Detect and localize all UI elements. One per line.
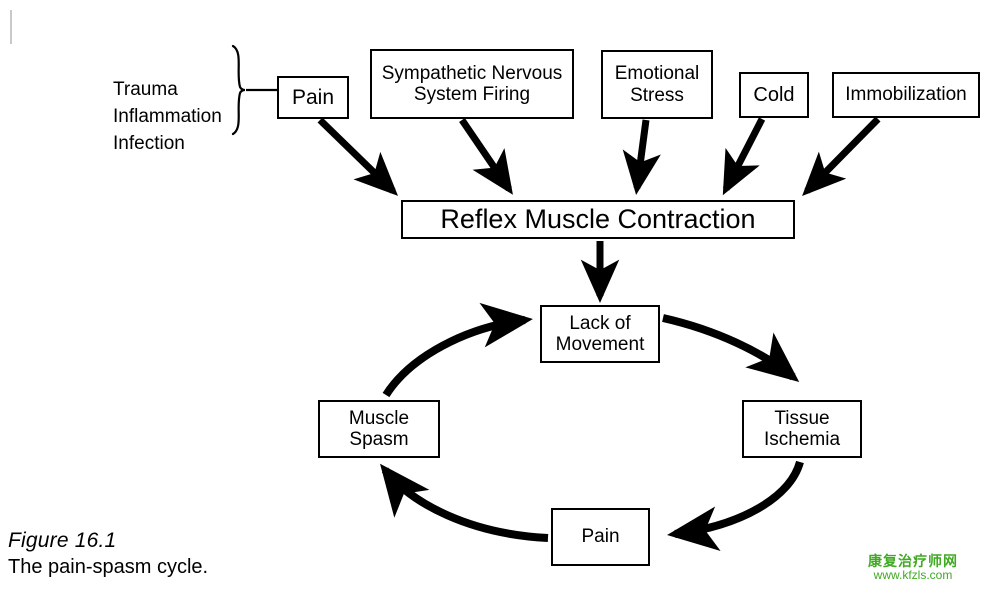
node-pain-top-label: Pain	[291, 85, 335, 109]
arrow-cold-to-reflex	[722, 117, 766, 196]
arrow-immobilization-to-reflex	[802, 116, 881, 196]
arrow-pain-to-reflex	[317, 117, 399, 196]
node-cold-label: Cold	[753, 83, 795, 106]
node-pain-bottom[interactable]: Pain	[551, 508, 650, 566]
node-sympathetic-label: Sympathetic Nervous System Firing	[381, 62, 563, 105]
page-edge-marker	[10, 10, 12, 44]
node-reflex-label: Reflex Muscle Contraction	[440, 204, 756, 235]
watermark-chinese: 康复治疗师网	[868, 553, 958, 569]
node-tissue-ischemia-label: Tissue Ischemia	[763, 407, 841, 450]
watermark: 康复治疗师网 www.kfzls.com	[868, 553, 958, 583]
trigger-list: Trauma Inflammation Infection	[113, 50, 223, 158]
arrow-emotional-to-reflex	[622, 119, 661, 195]
node-lack-of-movement[interactable]: Lack of Movement	[540, 305, 660, 363]
figure-caption: Figure 16.1 The pain-spasm cycle.	[8, 528, 308, 580]
node-sympathetic-nervous-system-firing[interactable]: Sympathetic Nervous System Firing	[370, 49, 574, 119]
arrow-sympathetic-to-reflex	[459, 118, 513, 195]
figure-number: Figure 16.1	[8, 529, 117, 552]
trigger-list-text: Trauma Inflammation Infection	[113, 78, 222, 154]
watermark-url: www.kfzls.com	[873, 568, 953, 583]
trigger-brace-icon	[231, 44, 277, 136]
node-emotional-label: Emotional Stress	[614, 63, 700, 106]
arrow-lack-to-ischemia	[662, 314, 800, 383]
arrow-muscle-spasm-to-lack	[382, 302, 533, 398]
node-lack-of-movement-label: Lack of Movement	[555, 312, 645, 355]
node-emotional-stress[interactable]: Emotional Stress	[601, 50, 713, 119]
node-pain-top[interactable]: Pain	[277, 76, 349, 119]
node-immobilization-label: Immobilization	[845, 84, 967, 106]
node-pain-bottom-label: Pain	[581, 526, 620, 548]
node-muscle-spasm-label: Muscle Spasm	[348, 407, 410, 450]
figure-caption-text: The pain-spasm cycle.	[8, 556, 209, 579]
node-reflex-muscle-contraction[interactable]: Reflex Muscle Contraction	[401, 200, 795, 239]
arrow-pain-to-muscle-spasm	[380, 463, 549, 542]
node-immobilization[interactable]: Immobilization	[832, 72, 980, 118]
node-muscle-spasm[interactable]: Muscle Spasm	[318, 400, 440, 458]
node-cold[interactable]: Cold	[739, 72, 809, 118]
node-tissue-ischemia[interactable]: Tissue Ischemia	[742, 400, 862, 458]
arrow-ischemia-to-pain	[667, 460, 804, 551]
